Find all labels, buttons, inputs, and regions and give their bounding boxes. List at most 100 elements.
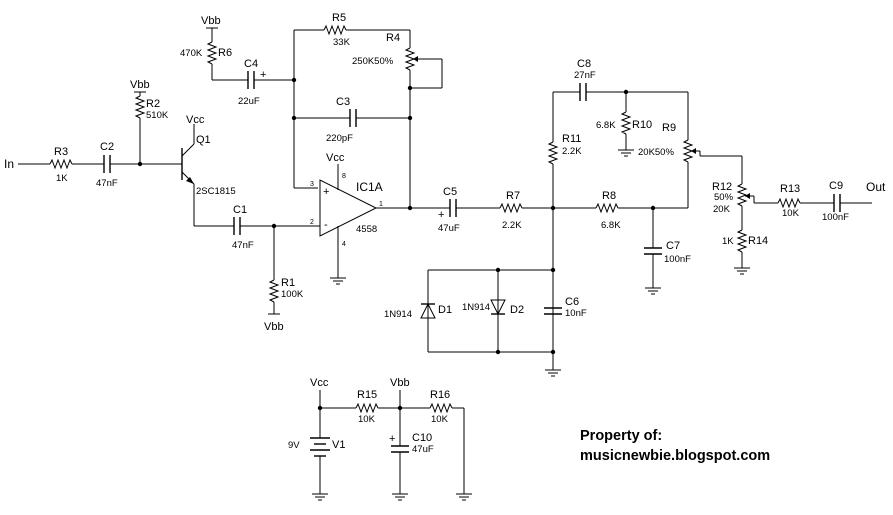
r10-ref: R10 xyxy=(632,119,652,131)
diode-d1 xyxy=(420,302,436,319)
opamp-pin2: 2 xyxy=(310,219,314,226)
ground-icon xyxy=(618,149,634,157)
opamp-ic1a: + - 3 2 1 8 4 Vcc IC1A 4558 xyxy=(310,152,450,285)
opamp-vcc-label: Vcc xyxy=(326,152,345,164)
opamp-plus: + xyxy=(323,186,329,198)
resistor-r5 xyxy=(323,24,347,36)
resistor-r16 xyxy=(429,402,453,414)
r8-ref: R8 xyxy=(602,190,616,202)
r13-ref: R13 xyxy=(780,183,800,195)
capacitor-c5 xyxy=(449,199,457,217)
capacitor-c1 xyxy=(233,217,241,235)
r6-value: 470K xyxy=(180,48,203,59)
ground-icon xyxy=(456,493,472,501)
capacitor-c3 xyxy=(349,109,357,127)
opamp-pin1: 1 xyxy=(379,201,383,208)
c5-value: 47uF xyxy=(438,223,460,234)
r2-ref: R2 xyxy=(146,98,160,110)
r9-ref: R9 xyxy=(662,122,676,134)
input-stage: In R3 1K C2 47nF Vbb R2 510K xyxy=(4,79,182,189)
r12-ref: R12 xyxy=(712,181,732,193)
resistor-r15 xyxy=(355,402,379,414)
opamp-pin8: 8 xyxy=(342,173,346,180)
c1-ref: C1 xyxy=(233,204,247,216)
c8-value: 27nF xyxy=(574,70,596,81)
d2-value: 1N914 xyxy=(462,302,490,313)
r11-value: 2.2K xyxy=(562,146,582,157)
resistor-r2 xyxy=(134,95,146,119)
output-label: Out xyxy=(866,180,886,194)
r4-value: 250K50% xyxy=(352,56,394,67)
r12-pct: 50% xyxy=(714,192,734,203)
c5-ref: C5 xyxy=(443,186,457,198)
potentiometer-r4 xyxy=(404,47,416,71)
capacitor-c2 xyxy=(103,155,111,173)
v1-ref: V1 xyxy=(332,439,345,451)
c2-value: 47nF xyxy=(96,178,118,189)
potentiometer-r9 xyxy=(682,139,694,163)
c8-ref: C8 xyxy=(577,58,591,70)
battery-v1 xyxy=(310,437,330,457)
c6-ref: C6 xyxy=(565,296,579,308)
c5-plus: + xyxy=(438,209,444,221)
r5-ref: R5 xyxy=(332,12,346,24)
c7-value: 100nF xyxy=(664,254,691,265)
r16-ref: R16 xyxy=(430,389,450,401)
capacitor-c4 xyxy=(247,71,255,89)
r7-value: 2.2K xyxy=(502,220,522,231)
r8-value: 6.8K xyxy=(601,220,621,231)
r6-ref: R6 xyxy=(218,47,232,59)
power-supply: Vcc 9V V1 R15 10K Vbb + xyxy=(288,377,472,501)
resistor-r6 xyxy=(206,41,218,65)
r1-value: 100K xyxy=(281,289,304,300)
r9-value: 20K50% xyxy=(638,147,674,158)
resistor-r10 xyxy=(620,111,632,135)
output-stage: + C5 47uF R7 2.2K D1 1N914 D2 xyxy=(384,58,886,377)
resistor-r11 xyxy=(547,141,559,165)
ic1a-value: 4558 xyxy=(356,224,377,235)
c7-ref: C7 xyxy=(666,240,680,252)
capacitor-c10 xyxy=(391,445,409,453)
r15-value: 10K xyxy=(358,414,376,425)
r13-value: 10K xyxy=(782,208,800,219)
diode-d2 xyxy=(490,299,506,316)
r7-ref: R7 xyxy=(506,190,520,202)
c10-plus: + xyxy=(389,433,395,445)
r1-ref: R1 xyxy=(281,277,295,289)
opamp-pin3: 3 xyxy=(310,181,314,188)
c10-vbb-label: Vbb xyxy=(390,377,410,389)
r5-value: 33K xyxy=(333,37,351,48)
r4-ref: R4 xyxy=(386,32,400,44)
capacitor-c6 xyxy=(544,307,562,315)
ground-icon xyxy=(312,493,328,501)
resistor-r8 xyxy=(595,202,619,214)
r6-vbb-label: Vbb xyxy=(201,15,221,27)
c3-ref: C3 xyxy=(336,96,350,108)
c4-value: 22uF xyxy=(238,96,260,107)
c10-ref: C10 xyxy=(412,432,432,444)
r12-value: 20K xyxy=(713,204,731,215)
r2-vbb-label: Vbb xyxy=(130,79,150,91)
c6-value: 10nF xyxy=(565,308,587,319)
resistor-r7 xyxy=(499,202,523,214)
ground-icon xyxy=(645,287,661,295)
v1-value: 9V xyxy=(288,440,300,451)
opamp-minus: - xyxy=(324,219,328,231)
credit-line-2: musicnewbie.blogspot.com xyxy=(580,448,770,464)
d1-ref: D1 xyxy=(438,304,452,316)
opamp-pin4: 4 xyxy=(342,241,346,248)
credit-line-1: Property of: xyxy=(580,428,662,444)
q1-value: 2SC1815 xyxy=(196,186,236,197)
c10-value: 47uF xyxy=(412,444,434,455)
ground-icon xyxy=(392,493,408,501)
c2-ref: C2 xyxy=(100,141,114,153)
q1-vcc-label: Vcc xyxy=(186,114,205,126)
resistor-r3 xyxy=(49,158,73,170)
r11-ref: R11 xyxy=(562,133,581,145)
r10-value: 6.8K xyxy=(596,120,616,131)
d1-value: 1N914 xyxy=(384,309,412,320)
c1-value: 47nF xyxy=(232,240,254,251)
ground-icon xyxy=(330,277,346,285)
capacitor-c7 xyxy=(644,247,662,255)
capacitor-c9 xyxy=(833,194,841,212)
